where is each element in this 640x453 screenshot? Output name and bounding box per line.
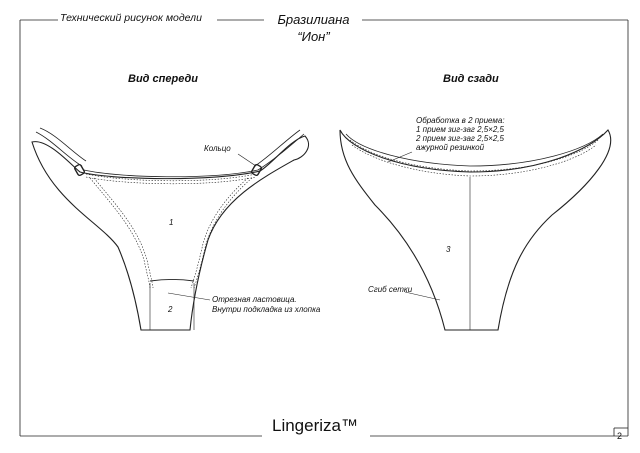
gusset-panel-number: 2 — [168, 305, 173, 314]
brand-logo: Lingeriza™ — [272, 416, 358, 435]
front-right-ring-icon — [251, 163, 262, 177]
finish-note-line-4: ажурной резинкой — [416, 143, 485, 152]
model-subtitle: “Ион” — [297, 29, 330, 44]
finish-note-line-3: 2 прием зиг-заг 2,5×2,5 — [416, 134, 504, 143]
back-outline — [339, 129, 612, 331]
model-title: Бразилиана — [277, 12, 350, 27]
gusset-note-line-2: Внутри подкладка из хлопка — [212, 305, 321, 314]
page-number: 2 — [617, 431, 623, 441]
front-view-label: Вид спереди — [128, 73, 198, 85]
front-view-drawing — [31, 127, 310, 331]
front-panel-number: 1 — [169, 218, 174, 227]
front-outline — [31, 135, 310, 331]
sheet-frame — [19, 19, 629, 437]
finish-note-line-2: 1 прием зиг-заг 2,5×2,5 — [416, 125, 504, 134]
back-view-label: Вид сзади — [443, 73, 499, 85]
header-left-label: Технический рисунок модели — [60, 12, 202, 24]
back-view-drawing — [339, 129, 612, 331]
gusset-note-line-1: Отрезная ластовица. — [212, 295, 297, 304]
finish-note-line-1: Обработка в 2 приема: — [416, 116, 505, 125]
back-panel-number: 3 — [446, 245, 451, 254]
ring-label: Кольцо — [204, 144, 231, 153]
front-left-ring-icon — [74, 163, 85, 177]
mesh-fold-label: Сгиб сетки — [368, 285, 413, 294]
